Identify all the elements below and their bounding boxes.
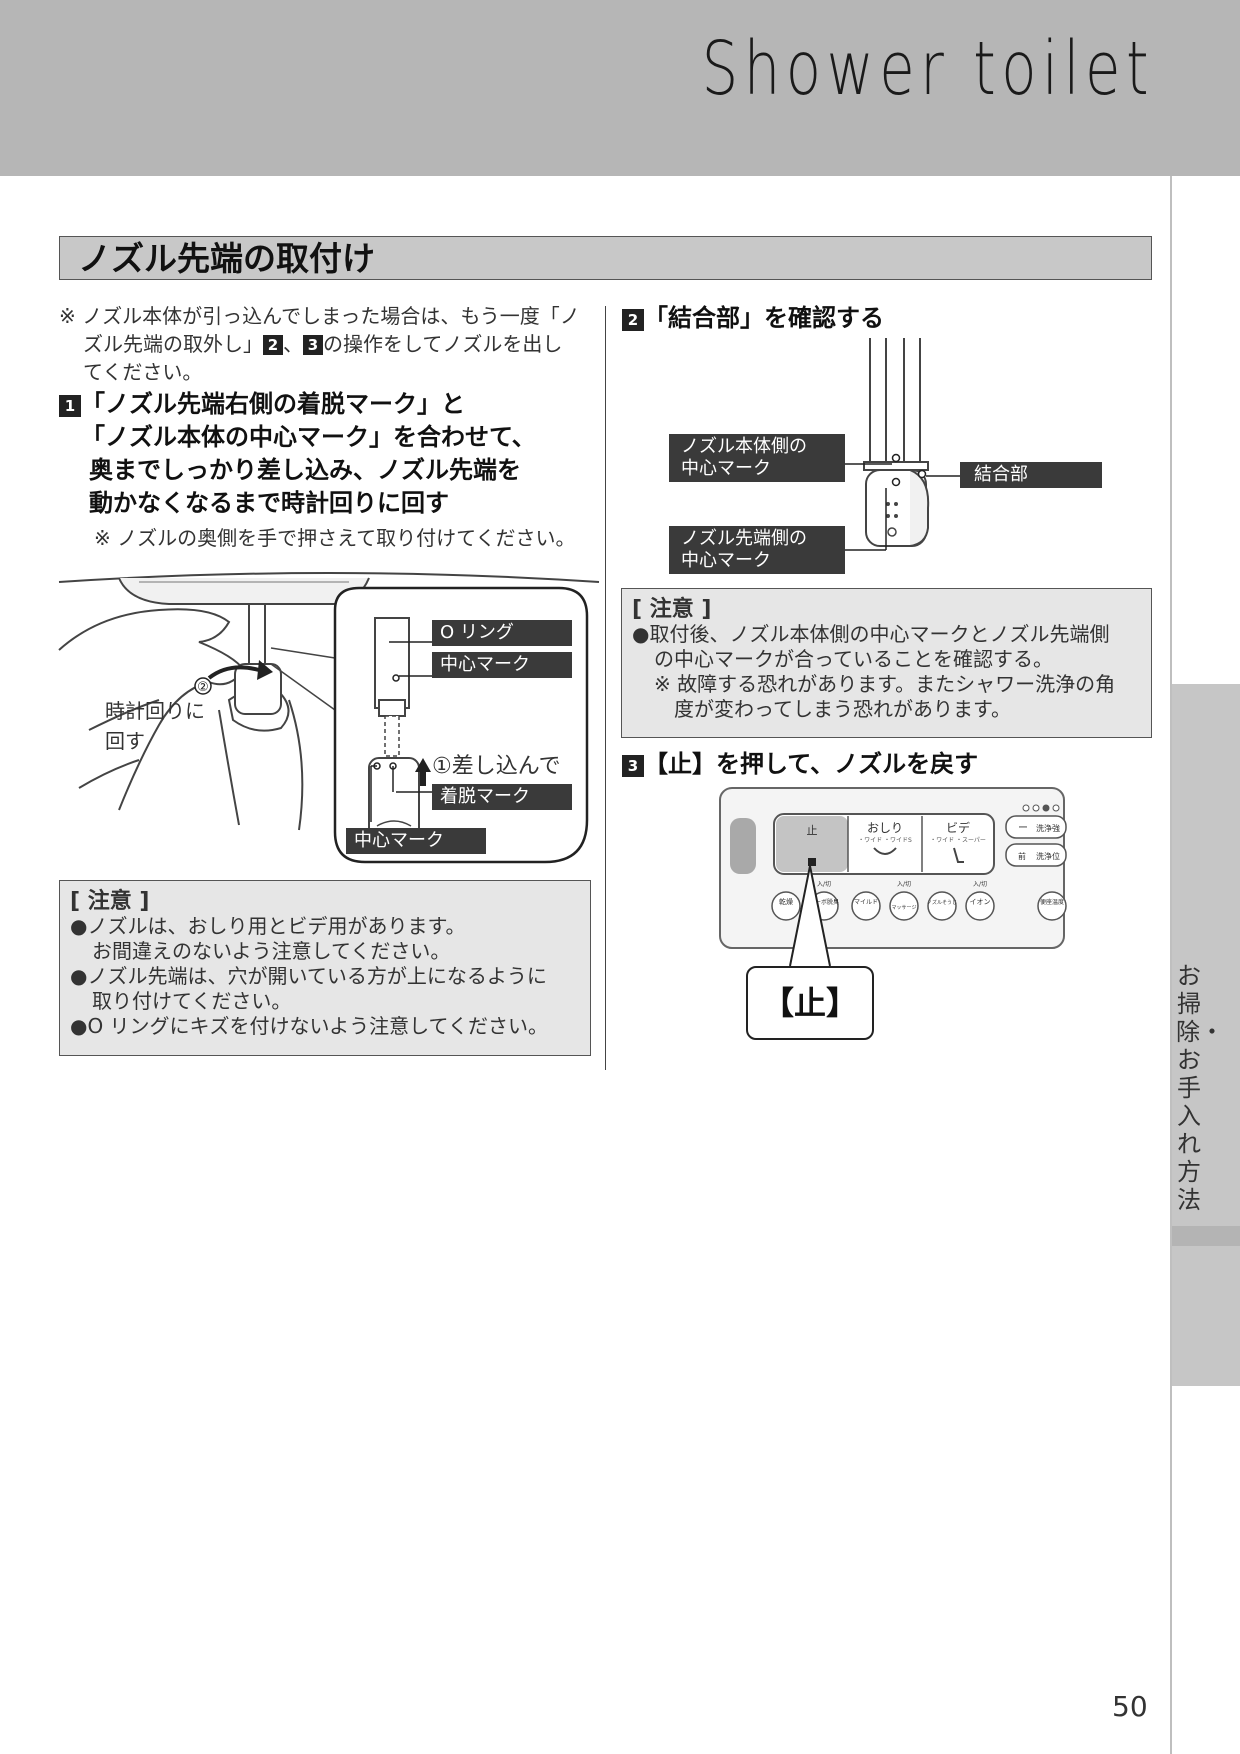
caution-item: お間違えのないよう注意してください。 [92, 939, 451, 963]
step3-heading: 3【止】を押して、ノズルを戻す [622, 748, 978, 781]
label-line: 中心マーク [681, 550, 771, 571]
panel-wash-strength: 洗浄強 [1036, 823, 1060, 833]
label-detach-mark: 着脱マーク [432, 784, 572, 810]
caution-item: ●取付後、ノズル本体側の中心マークとノズル先端側 [632, 622, 1110, 646]
side-tab [1172, 684, 1240, 1226]
caution-item: ●ノズル先端は、穴が開いている方が上になるように [70, 964, 547, 988]
step2-title: 「結合部」を確認する [644, 304, 884, 332]
panel-seat-temp: 便座温度 [1040, 898, 1064, 906]
caution-item: ●O リングにキズを付けないよう注意してください。 [70, 1014, 548, 1038]
step1-line: 「ノズル本体の中心マーク」を合わせて、 [81, 423, 536, 451]
step-number: 3 [622, 755, 644, 777]
figure-joint-check [845, 338, 960, 551]
caution-item: 取り付けてください。 [92, 989, 292, 1013]
caution-box-1: [ 注意 ] ●ノズルは、おしり用とビデ用があります。 お間違えのないよう注意し… [59, 880, 591, 1056]
step-number: 1 [59, 395, 81, 417]
figure-remote-panel: 止 おしり ・ワイド ・ワイドS ビデ ・ワイド ・スーパー ー 前 洗浄強 洗… [719, 787, 1067, 967]
clockwise-line: 時計回りに [105, 699, 205, 723]
label-center-mark-top: 中心マーク [432, 652, 572, 678]
step1-line: 動かなくなるまで時計回りに回す [89, 489, 449, 517]
marker-2: ② [197, 680, 209, 695]
step1-heading: 1「ノズル先端右側の着脱マーク」と 「ノズル本体の中心マーク」を合わせて、 奥ま… [59, 388, 599, 520]
intro-note-text: ズル先端の取外し」 [83, 332, 263, 356]
column-divider [605, 306, 606, 1070]
panel-turbo: ターボ脱臭 [809, 898, 839, 906]
step2-heading: 2「結合部」を確認する [622, 302, 884, 335]
panel-front: 前 [1018, 851, 1026, 861]
step1-line: 「ノズル先端右側の着脱マーク」と [81, 390, 465, 418]
panel-oshiri-sub: ・ワイド ・ワイドS [858, 837, 912, 844]
panel-bidet-label: ビデ [946, 820, 970, 835]
side-tab-label: お掃除・お手入れ方法 [1176, 962, 1224, 1214]
intro-note-line1: ※ ノズル本体が引っ込んでしまった場合は、もう一度「ノ [59, 304, 580, 328]
panel-on-off: 入/切 [897, 881, 911, 888]
label-center-mark-bottom: 中心マーク [346, 828, 486, 854]
panel-nozzle-clean: ノズルそうじ [927, 899, 957, 906]
label-line: ノズル先端側の [681, 528, 807, 549]
step3-title: 【止】を押して、ノズルを戻す [644, 750, 979, 778]
panel-wash-pos: 洗浄位 [1036, 851, 1060, 861]
intro-note-line3: てください。 [83, 360, 203, 384]
caution-title: [ 注意 ] [632, 597, 712, 622]
step1-line: 奥までしっかり差し込み、ノズル先端を [89, 456, 521, 484]
label-line: ノズル本体側の [681, 436, 807, 457]
insert-text: ①差し込んで [432, 754, 561, 779]
step1-note: ※ ノズルの奥側を手で押さえて取り付けてください。 [94, 526, 576, 550]
stop-callout: 【止】 [746, 966, 874, 1040]
caution-box-2: [ 注意 ] ●取付後、ノズル本体側の中心マークとノズル先端側 の中心マークが合… [621, 588, 1152, 738]
side-rule [1170, 176, 1172, 1754]
intro-note-sep: 、 [283, 332, 303, 356]
panel-massage: マッサージ [892, 905, 917, 911]
clockwise-line: 回す [105, 729, 145, 753]
brand-logo: Shower toilet [701, 26, 1154, 112]
caution-item: 度が変わってしまう恐れがあります。 [674, 697, 1011, 721]
clockwise-label: 時計回りに回す [105, 696, 205, 756]
step-number: 2 [622, 309, 644, 331]
panel-minus: ー [1018, 823, 1028, 834]
panel-bidet-sub: ・ワイド ・スーパー [930, 837, 986, 844]
panel-oshiri-label: おしり [867, 821, 903, 835]
panel-mild: マイルド [854, 899, 878, 906]
panel-ion: イオン [970, 898, 991, 906]
label-tip-center-mark: ノズル先端側の 中心マーク [669, 526, 845, 574]
label-body-center-mark: ノズル本体側の 中心マーク [669, 434, 845, 482]
panel-stop-label: 止 [807, 824, 818, 837]
caution-item: ●ノズルは、おしり用とビデ用があります。 [70, 914, 466, 938]
side-tab-lower [1172, 1226, 1240, 1386]
label-o-ring: O リング [432, 620, 572, 646]
label-line: 中心マーク [681, 458, 771, 479]
page-number: 50 [1112, 1690, 1148, 1723]
caution-title: [ 注意 ] [70, 889, 150, 914]
step-number-3: 3 [303, 335, 323, 355]
panel-on-off: 入/切 [817, 881, 831, 888]
side-tab-separator [1172, 1226, 1240, 1246]
page-header: Shower toilet [0, 0, 1240, 176]
section-title: ノズル先端の取付け [59, 236, 1152, 280]
step-number-2: 2 [263, 335, 283, 355]
intro-note: ※ ノズル本体が引っ込んでしまった場合は、もう一度「ノ ズル先端の取外し」2、3… [59, 302, 599, 386]
caution-item: ※ 故障する恐れがあります。またシャワー洗浄の角 [654, 672, 1116, 696]
panel-on-off: 入/切 [973, 881, 987, 888]
intro-note-text: の操作をしてノズルを出し [323, 332, 563, 356]
label-joint: 結合部 [960, 462, 1102, 488]
panel-dry: 乾燥 [779, 897, 793, 906]
caution-item: の中心マークが合っていることを確認する。 [654, 647, 1053, 671]
